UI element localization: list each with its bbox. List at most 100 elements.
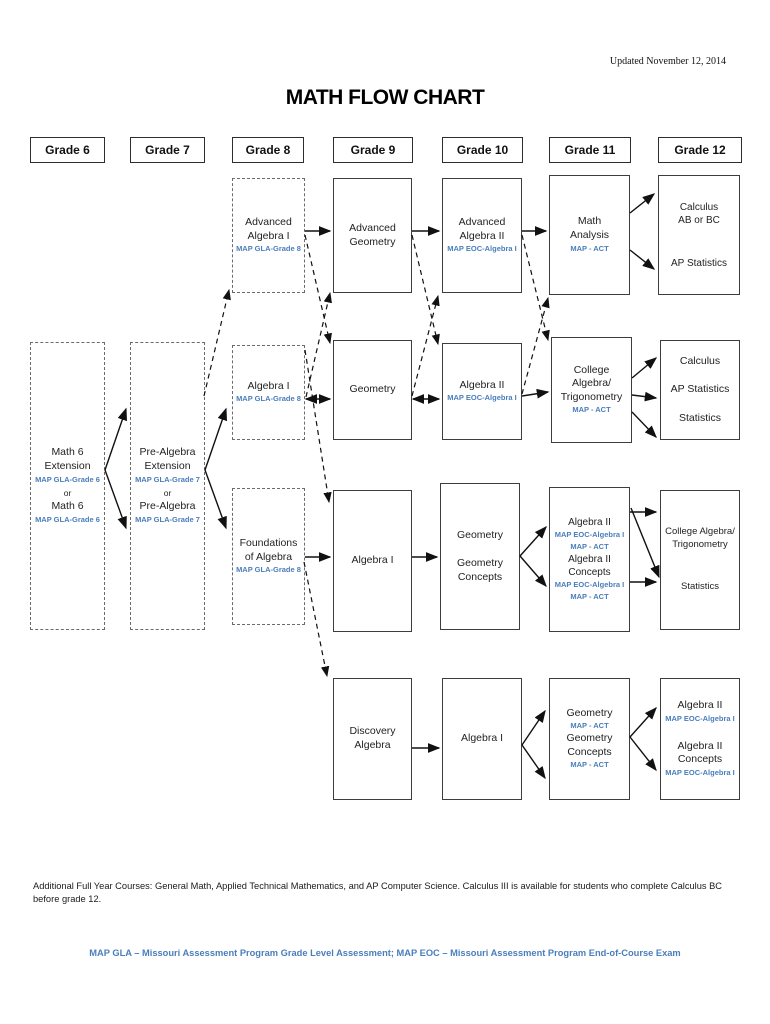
or-label: or [163,487,172,498]
course-name: Pre-Algebra [139,446,196,459]
course-name: Algebra I [247,379,290,392]
map-assessment-label: MAP GLA-Grade 8 [236,394,301,404]
map-assessment-label: MAP - ACT [570,243,609,253]
course-name: AB or BC [678,214,720,226]
course-name: AP Statistics [671,257,727,269]
course-name: Math 6 [51,500,84,513]
spacer [661,242,737,257]
map-assessment-label: MAP GLA-Grade 7 [135,474,200,484]
map-assessment-label: MAP - ACT [572,405,611,415]
course-name: of Algebra [244,550,293,563]
grade-header-8: Grade 8 [232,137,304,163]
course-name: Algebra II [459,229,505,242]
course-name: Geometry [456,528,504,541]
course-name: Concepts [677,753,723,766]
map-assessment-label: MAP EOC-Algebra I [554,580,625,589]
course-box-algebra-1-g9: Algebra I [333,490,412,632]
course-name: Algebra I [460,732,504,745]
course-name: Advanced [458,215,506,228]
spacer [661,227,737,242]
course-name: Trigonometry [560,390,623,403]
course-name: Advanced [245,215,292,228]
course-name: Algebra [354,739,391,751]
course-box-algebra-1-g8: Algebra I MAP GLA-Grade 8 [232,345,305,440]
course-name: Advanced [349,221,396,234]
course-name: Concepts [457,570,503,583]
map-assessment-label: MAP GLA-Grade 8 [236,565,301,575]
spacer [663,368,737,383]
map-assessment-label: MAP EOC-Algebra I [447,244,517,254]
course-name: Concepts [567,745,612,758]
map-assessment-label: MAP - ACT [570,721,609,731]
course-name: Geometry [456,557,504,570]
course-name: Algebra/ [571,377,612,390]
page-title: MATH FLOW CHART [285,86,485,109]
map-assessment-label: MAP - ACT [570,542,609,551]
map-assessment-label: MAP - ACT [570,760,609,770]
grade-header-6: Grade 6 [30,137,105,163]
course-name: Analysis [569,229,610,241]
grade-header-12: Grade 12 [658,137,742,163]
course-name: Algebra II [459,378,505,391]
course-name: Algebra II [568,554,611,565]
grade-header-7: Grade 7 [130,137,205,163]
spacer [663,566,737,581]
updated-date: Updated November 12, 2014 [609,56,726,67]
map-assessment-label: MAP - ACT [570,592,609,601]
course-name: Algebra II [568,517,611,528]
course-name: Algebra II [677,699,723,712]
or-label: or [63,487,72,498]
course-name: Extension [144,459,191,472]
course-name: Extension [44,459,91,472]
map-assessment-label: MAP GLA-Grade 6 [35,474,100,484]
course-name: Geometry [349,383,396,396]
course-name: Concepts [568,567,611,578]
course-box-algebra-2-g10: Algebra II MAP EOC-Algebra I [442,343,522,440]
course-name: Geometry [566,706,613,719]
course-name: Trigonometry [672,538,728,550]
map-assessment-label: MAP EOC-Algebra I [447,393,517,403]
course-name: Calculus [679,201,719,213]
map-assessment-label: MAP GLA-Grade 6 [35,514,100,524]
course-name: Algebra II [677,739,723,752]
course-name: Math 6 [51,446,84,459]
course-name: Algebra I [351,554,394,567]
course-box-algebra-1-g10: Algebra I [442,678,522,800]
course-name: Math [577,215,602,228]
course-box-algebra-2-concepts-g11: Algebra II MAP EOC-Algebra I MAP - ACT Alge… [549,487,630,632]
grade-header-11: Grade 11 [549,137,631,163]
spacer [663,397,737,412]
spacer [663,725,737,740]
map-assessment-label: MAP EOC-Algebra I [665,713,735,723]
course-name: Foundations [239,536,298,549]
spacer [443,542,517,557]
map-assessment-label: MAP GLA-Grade 8 [236,244,301,254]
course-name: College [573,363,610,376]
course-name: Calculus [679,354,721,367]
map-assessment-label: MAP GLA-Grade 7 [135,514,200,524]
grade-header-10: Grade 10 [442,137,523,163]
course-name: Geometry [566,732,613,745]
course-name: Algebra I [247,229,290,242]
course-name: Statistics [678,411,721,424]
map-assessment-label: MAP EOC-Algebra I [554,530,625,539]
course-name: College Algebra/ [665,526,735,538]
course-box-geometry-g9: Geometry [333,340,412,440]
grade-header-9: Grade 9 [333,137,413,163]
map-legend-note: MAP GLA – Missouri Assessment Program Gr… [89,948,681,958]
